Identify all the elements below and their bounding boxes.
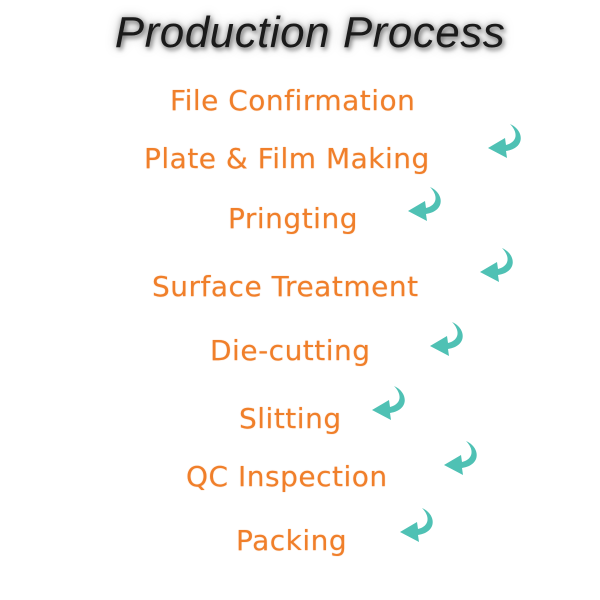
curved-return-arrow-icon <box>440 437 484 477</box>
curved-return-arrow-icon <box>396 504 440 544</box>
step-3-label: Pringting <box>228 202 358 235</box>
step-2-label: Plate & Film Making <box>144 142 430 175</box>
step-1-label: File Confirmation <box>170 84 416 117</box>
step-8-label: Packing <box>236 524 348 557</box>
curved-return-arrow-icon <box>368 382 412 422</box>
curved-return-arrow-icon <box>426 318 470 358</box>
step-6-label: Slitting <box>239 402 342 435</box>
step-5-label: Die-cutting <box>210 334 371 367</box>
step-4-label: Surface Treatment <box>152 270 419 303</box>
curved-return-arrow-icon <box>404 183 448 223</box>
step-7-label: QC Inspection <box>186 460 388 493</box>
curved-return-arrow-icon <box>484 120 528 160</box>
curved-return-arrow-icon <box>476 244 520 284</box>
diagram-title: Production Process <box>114 8 506 57</box>
